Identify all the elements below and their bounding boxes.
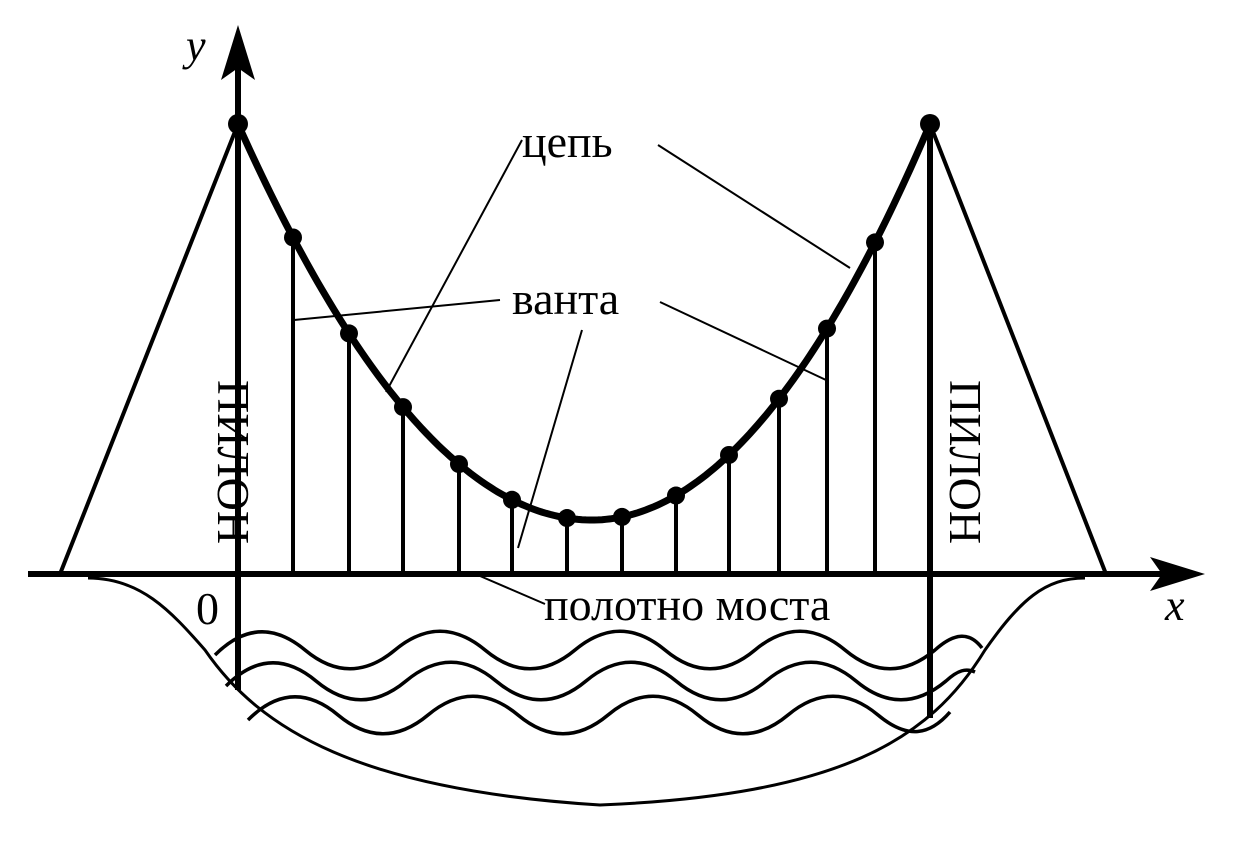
water-waves <box>213 629 984 736</box>
x-axis-label: x <box>1164 581 1185 630</box>
chain-node-4 <box>450 455 468 474</box>
hanger-leader-left <box>293 299 501 321</box>
chain-node-1 <box>284 228 302 247</box>
hanger-leader-middle <box>517 329 583 549</box>
chain-leader-left <box>385 139 523 393</box>
x-axis-arrow <box>1150 557 1205 591</box>
hanger-leader-right <box>659 301 827 381</box>
left-stay-cable <box>58 123 240 575</box>
deck-label: полотно моста <box>544 579 830 630</box>
origin-label: 0 <box>196 583 219 634</box>
chain-nodes <box>228 114 940 528</box>
chain-label: цепь <box>522 116 613 167</box>
left-pylon-label: пилон <box>208 380 259 544</box>
chain-node-11 <box>818 319 836 338</box>
y-axis-label: y <box>182 21 206 70</box>
chain-node-10 <box>770 389 788 408</box>
hangers-label: ванта <box>512 273 619 324</box>
right-pylon-label: пилон <box>940 380 991 544</box>
valley-outline <box>87 576 1086 807</box>
chain-node-12 <box>866 233 884 252</box>
chain-leader-right <box>657 144 851 269</box>
chain-node-2 <box>340 324 358 343</box>
y-axis-arrow <box>221 25 255 80</box>
chain-node-5 <box>503 490 521 509</box>
pylon-top-node-right <box>920 114 940 134</box>
wave-2 <box>224 660 976 702</box>
leader-lines <box>293 139 851 605</box>
chain-node-7 <box>613 507 631 526</box>
wave-1 <box>213 629 984 671</box>
wave-3 <box>246 694 952 736</box>
hangers-group <box>291 237 877 574</box>
right-stay-cable <box>928 123 1108 575</box>
chain-node-8 <box>667 486 685 505</box>
chain-node-6 <box>558 509 576 528</box>
chain-node-3 <box>394 398 412 417</box>
chain-node-9 <box>720 445 738 464</box>
deck-leader <box>479 575 546 605</box>
